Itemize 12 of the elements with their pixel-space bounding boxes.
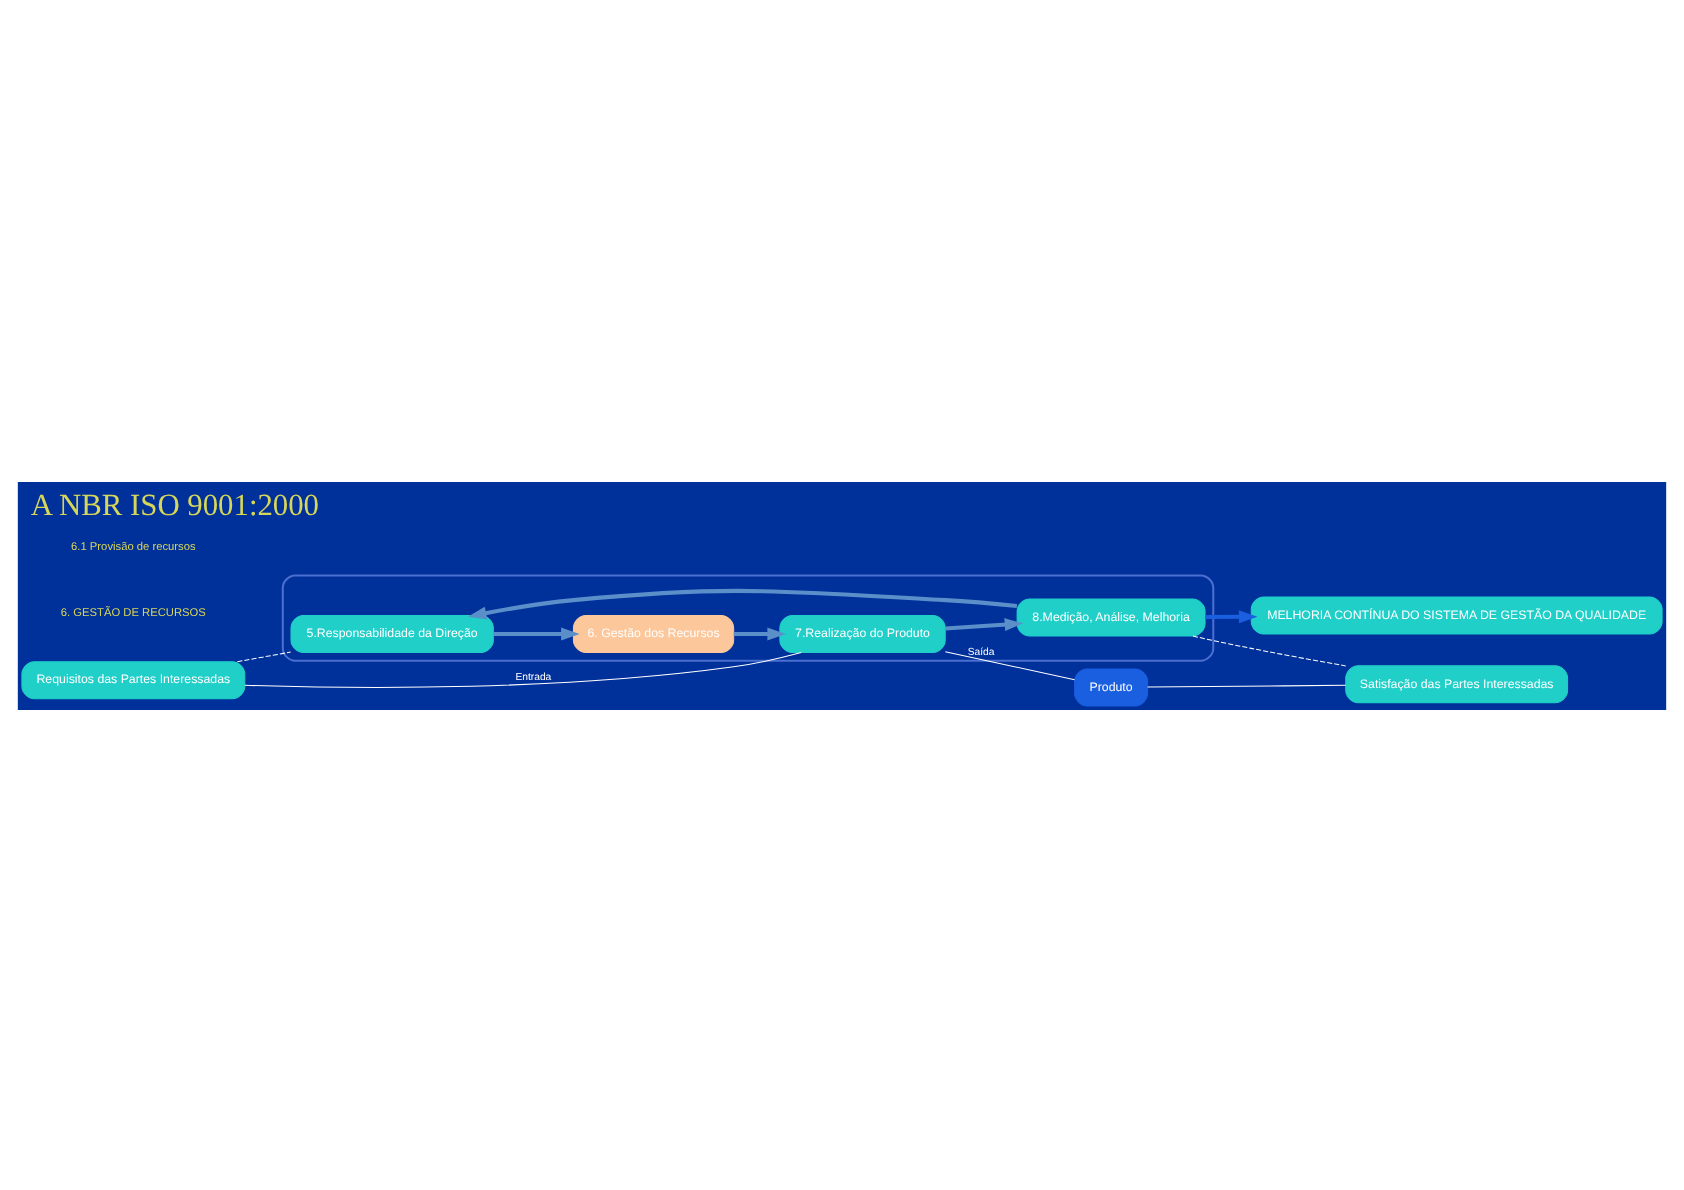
arrow (467, 587, 1018, 619)
arrow (1205, 609, 1258, 623)
arrow (945, 617, 1024, 631)
connector (1147, 683, 1347, 687)
connector (944, 650, 1076, 680)
arrow (733, 626, 786, 640)
connector (1192, 634, 1347, 666)
connector (244, 651, 802, 687)
cluster (281, 573, 1215, 661)
arrow (493, 626, 580, 640)
connector (236, 650, 292, 662)
diagram-title: A NBR ISO 9001:2000 (30, 487, 320, 522)
